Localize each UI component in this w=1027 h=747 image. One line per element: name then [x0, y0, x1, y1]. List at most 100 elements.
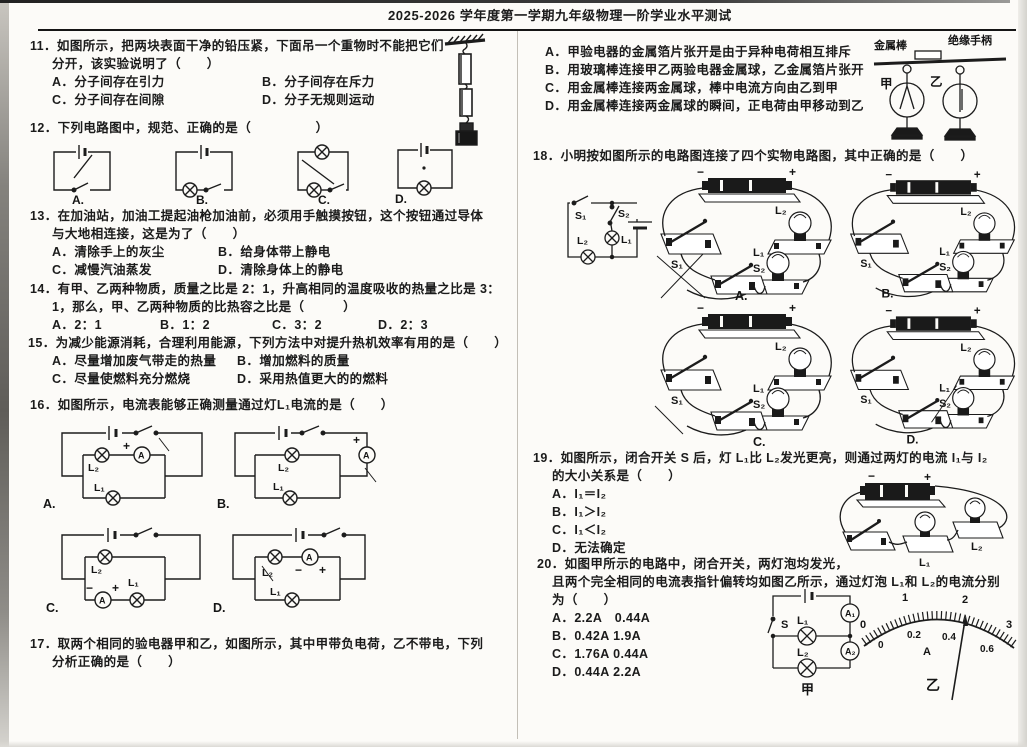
q18a-s1: S₁ — [671, 259, 683, 271]
q13-stem-line2: 与大地相连接，这是为了（ ） — [52, 227, 246, 241]
q19-plus: + — [924, 470, 931, 484]
q18d-l2: L₂ — [960, 342, 971, 354]
q19-minus: − — [868, 469, 875, 483]
q19-stem-line1: 19．如图所示，闭合开关 S 后，灯 L₁比 L₂发光更亮，则通过两灯的电流 I… — [533, 451, 988, 465]
q18d-l1: L₁ — [939, 382, 950, 394]
q18d-s2: S₂ — [939, 398, 951, 410]
q18-label-a: A. — [735, 289, 748, 303]
q11-option-c: C．分子间存在间隙 — [52, 93, 165, 107]
q11-figure-lead-cylinders — [444, 33, 486, 146]
scan-edge-bottom — [0, 741, 1027, 747]
q18-circuit-a: − + L₂ L₁ S₁ S₂ A. — [656, 165, 833, 303]
column-divider — [517, 31, 518, 739]
q18a-l2: L₂ — [775, 205, 787, 217]
dial-bot-0: 0 — [878, 640, 884, 651]
q19-option-d: D．无法确定 — [552, 541, 626, 555]
q18c-s1: S₁ — [671, 395, 683, 407]
header-rule — [38, 29, 1016, 31]
q19-l1-label: L₁ — [919, 557, 931, 569]
q18-label-c: C. — [753, 435, 766, 449]
q16a-lamp2-label: L₂ — [88, 462, 99, 474]
q19-l2-label: L₂ — [971, 541, 983, 553]
q12-circuit-b: B. — [175, 145, 233, 207]
q18a-l1: L₁ — [753, 247, 765, 259]
q17-yi-label: 乙 — [930, 75, 943, 89]
q16-label-d: D. — [213, 601, 226, 615]
q20-ammeter1-label: A₁ — [845, 609, 855, 619]
q16-circuit-a: A + L₂ L₁ A. — [43, 425, 203, 511]
q20-option-c: C．1.76A 0.44A — [552, 647, 649, 661]
q15-option-a: A．尽量增加废气带走的热量 — [52, 354, 217, 368]
q11-option-d: D．分子无规则运动 — [262, 93, 375, 107]
q16a-lamp1-label: L₁ — [94, 482, 105, 494]
q11-option-b: B．分子间存在斥力 — [262, 75, 375, 89]
q16b-lamp2-label: L₂ — [278, 462, 289, 474]
q16c-lamp2-label: L₂ — [91, 564, 102, 576]
dial-top-3: 3 — [1006, 619, 1012, 631]
q20-l2-label: L₂ — [797, 647, 809, 659]
q18-sch-s2: S₂ — [618, 208, 630, 220]
q20-stem-line1: 20．如图甲所示的电路中，闭合开关，两灯泡均发光， — [537, 557, 849, 571]
q14-option-b: B．1：2 — [160, 318, 210, 332]
q19-option-c: C．I₁＜I₂ — [552, 523, 607, 537]
q14-option-a: A．2：1 — [52, 318, 102, 332]
q19-option-b: B．I₁＞I₂ — [552, 505, 607, 519]
q18c-plus: + — [789, 301, 796, 315]
q18-figure-schematic: S₁ S₂ L₂ L₁ — [567, 195, 652, 265]
q18-circuit-d: − + L₂ L₁ S₁ S₂ D. — [849, 305, 1016, 446]
q18b-s1: S₁ — [860, 258, 872, 270]
q11-option-a: A．分子间存在引力 — [52, 75, 165, 89]
q15-stem: 15．为减少能源消耗，合理利用能源，下列方法中对提升热机效率有用的是（ ） — [28, 336, 508, 350]
q18c-s2: S₂ — [753, 399, 765, 411]
q18b-plus: + — [974, 169, 981, 181]
q19-stem-line2: 的大小关系是（ ） — [552, 469, 682, 483]
q12-label-c: C. — [318, 193, 330, 207]
q15-option-c: C．尽量使燃料充分燃烧 — [52, 372, 191, 386]
q16b-ammeter-label: A — [363, 451, 370, 461]
q16d-plus: + — [319, 563, 326, 577]
q18d-minus: − — [885, 305, 892, 317]
q18-circuit-c: − + L₂ L₁ S₁ S₂ C. — [654, 301, 833, 449]
exam-title: 2025-2026 学年度第一学期九年级物理一阶学业水平测试 — [387, 8, 733, 23]
q12-label-b: B. — [196, 193, 208, 207]
dial-unit: A — [923, 646, 931, 658]
q16d-lamp1-label: L₁ — [270, 586, 281, 598]
q15-option-b: B．增加燃料的质量 — [237, 354, 350, 368]
q16-circuit-b: A + L₂ L₁ B. — [217, 425, 377, 511]
q17-option-b: B．用玻璃棒连接甲乙两验电器金属球，乙金属箔片张开 — [545, 63, 865, 77]
q17-jia-label: 甲 — [880, 77, 893, 91]
scan-edge-top — [0, 0, 1010, 3]
q16c-lamp1-label: L₁ — [128, 577, 139, 589]
q20-yi-caption: 乙 — [926, 677, 940, 693]
q18d-plus: + — [974, 305, 981, 317]
q18b-s2: S₂ — [939, 262, 951, 274]
q18a-plus: + — [789, 165, 796, 179]
q17-figure-electroscopes: 金属棒 绝缘手柄 甲 乙 — [873, 33, 1007, 141]
q17-option-d: D．用金属棒连接两金属球的瞬间，正电荷由甲移动到乙 — [545, 99, 865, 113]
electroscope-yi — [942, 65, 978, 141]
q16d-minus: − — [295, 563, 302, 577]
q18-circuit-b: − + L₂ L₁ S₁ S₂ B. — [849, 169, 1016, 301]
q16b-lamp1-label: L₁ — [273, 481, 284, 493]
q12-circuit-a: A. — [53, 145, 111, 207]
q20-option-d: D．0.44A 2.2A — [552, 665, 642, 679]
q18-sch-l1: L₁ — [621, 234, 632, 246]
q17-option-a: A．甲验电器的金属箔片张开是由于异种电荷相互排斥 — [545, 45, 852, 59]
dial-bot-06: 0.6 — [980, 644, 994, 655]
q16-circuit-d: A − + L₂ L₁ D. — [213, 527, 366, 615]
q20-switch-label: S — [781, 619, 788, 631]
q20-ammeter2-label: A₂ — [845, 647, 856, 657]
q20-l1-label: L₁ — [797, 615, 809, 627]
dial-bot-02: 0.2 — [907, 630, 921, 641]
q18-label-d: D. — [907, 432, 919, 446]
q16c-minus: − — [86, 581, 93, 595]
q16c-plus: + — [112, 581, 119, 595]
q16-label-c: C. — [46, 601, 59, 615]
q19-figure-circuit: − + L₁ L₂ — [839, 469, 1008, 569]
q16-label-b: B. — [217, 497, 230, 511]
q18c-l2: L₂ — [775, 341, 787, 353]
q18-sch-s1: S₁ — [575, 210, 586, 222]
q16d-lamp2-label: L₂ — [262, 567, 273, 579]
q19-option-a: A．I₁＝I₂ — [552, 487, 607, 501]
q18a-minus: − — [697, 165, 704, 179]
